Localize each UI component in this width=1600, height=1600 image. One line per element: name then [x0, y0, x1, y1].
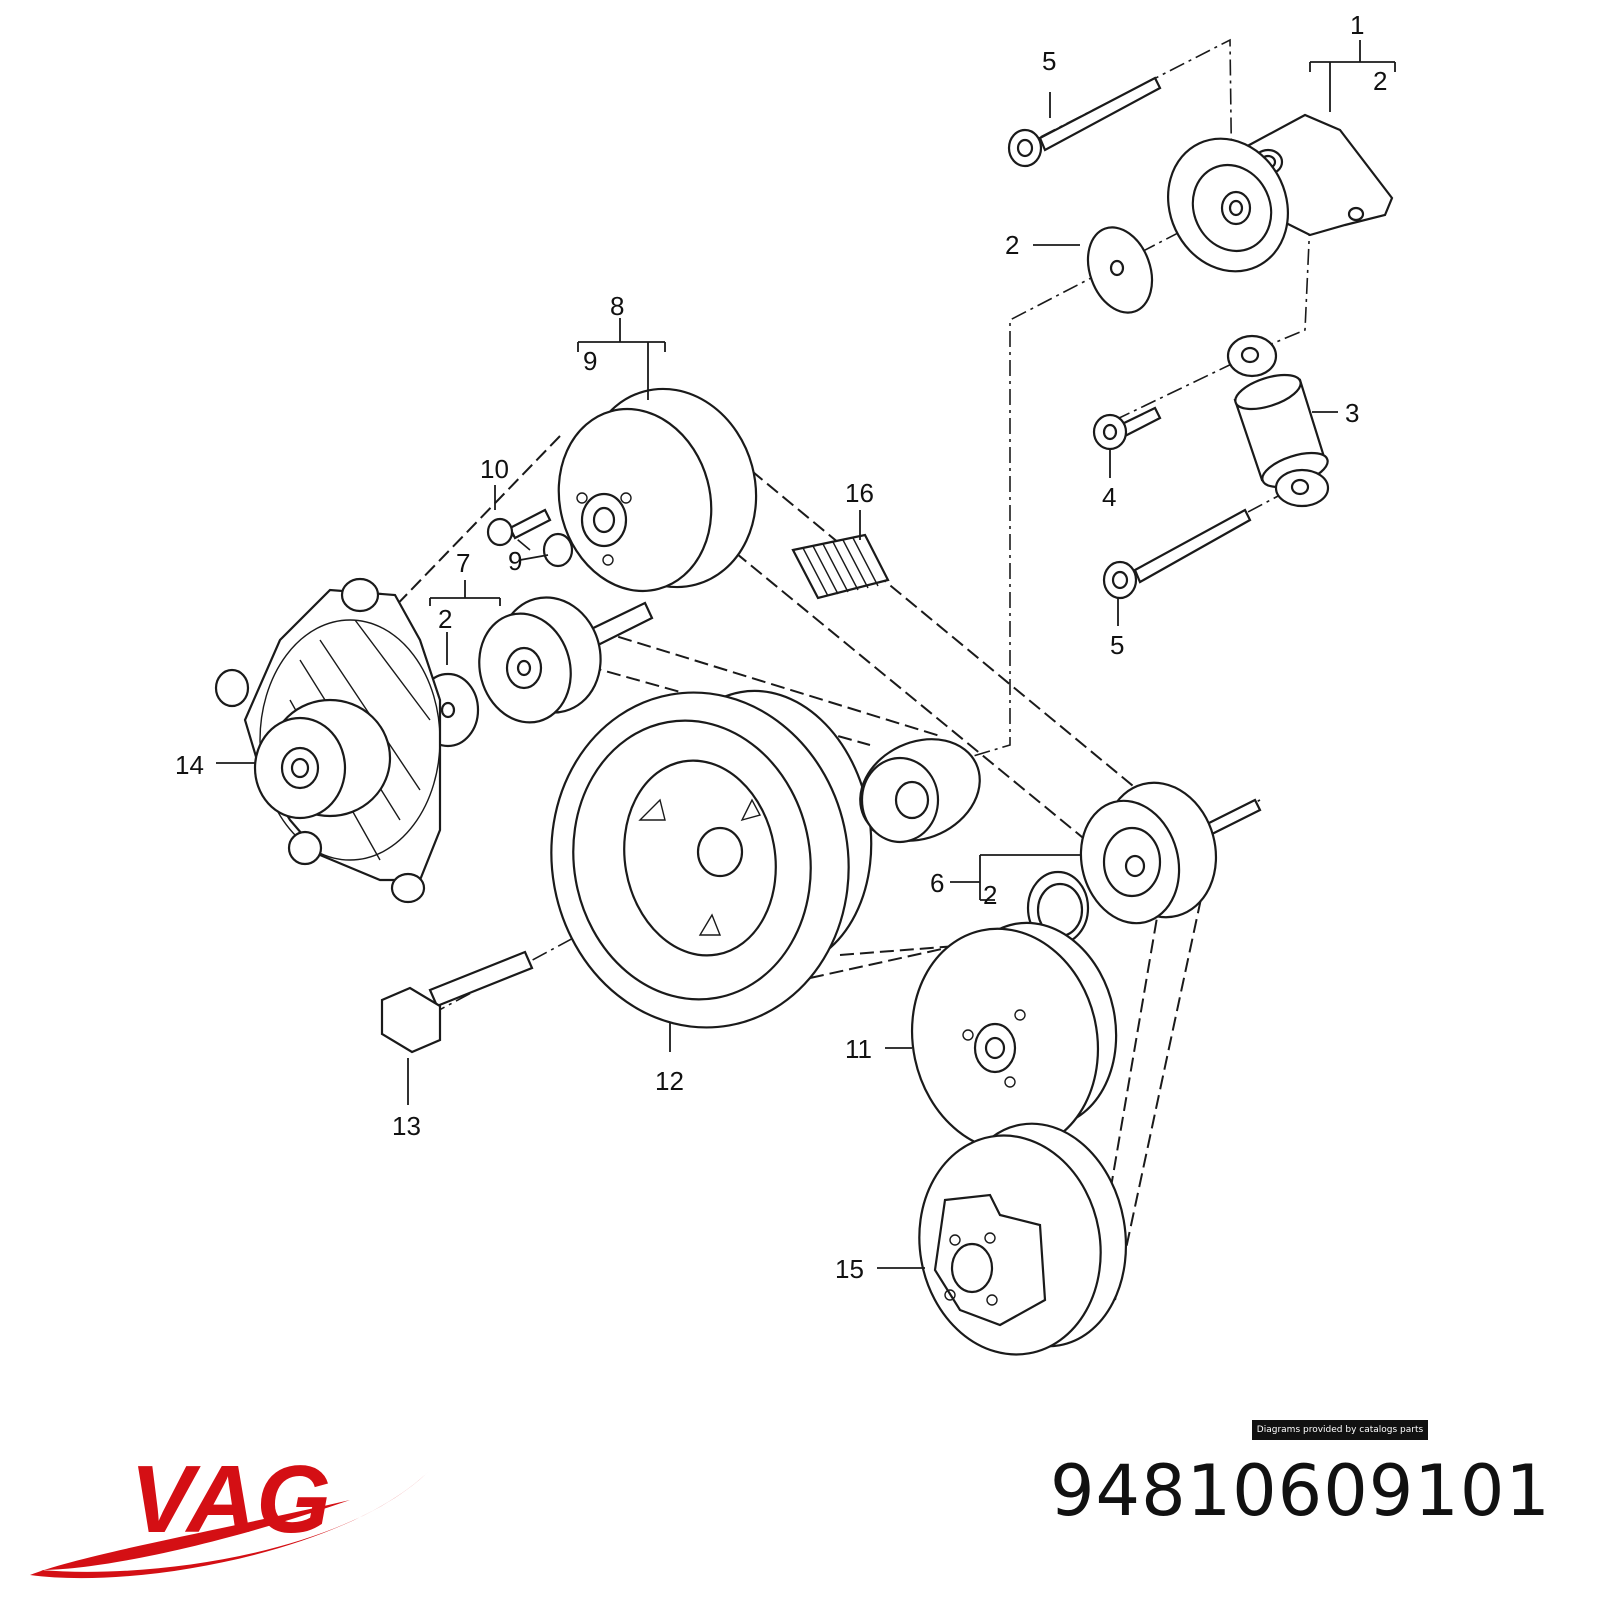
brand-logo-mark: VAG — [30, 1446, 430, 1579]
cap-9 — [542, 532, 574, 568]
brand-logo: VAG — [20, 1440, 440, 1590]
callout-9: 9 — [508, 546, 522, 576]
ac-compressor-clutch — [918, 1122, 1128, 1356]
dust-cap-top — [1086, 226, 1154, 314]
callout-5: 5 — [1110, 630, 1124, 660]
crankshaft-pulley — [550, 689, 873, 1029]
alternator — [214, 577, 442, 904]
callout-10: 10 — [480, 454, 509, 484]
bolt-long-top — [1007, 76, 1162, 168]
callout-12: 12 — [655, 1066, 684, 1096]
callout-3: 3 — [1345, 398, 1359, 428]
callout-9: 9 — [583, 346, 597, 376]
brand-swoosh — [30, 1470, 430, 1579]
bolt-long-bottom — [1102, 508, 1252, 600]
callout-14: 14 — [175, 750, 204, 780]
callout-2: 2 — [1373, 66, 1387, 96]
part-number: 94810609101 — [1050, 1450, 1551, 1532]
deflection-roller — [859, 738, 981, 844]
callout-1: 1 — [1350, 10, 1364, 40]
ribbed-belt-section — [791, 533, 890, 600]
callout-7: 7 — [456, 548, 470, 578]
callout-13: 13 — [392, 1111, 421, 1141]
callout-2: 2 — [983, 880, 997, 910]
callout-5: 5 — [1042, 46, 1056, 76]
callout-4: 4 — [1102, 482, 1116, 512]
tensioner-assembly — [1166, 113, 1394, 273]
callout-16: 16 — [845, 478, 874, 508]
callout-8: 8 — [610, 291, 624, 321]
idler-pulley-7 — [478, 596, 654, 724]
callout-labels: 1 2 5 2 8 9 3 4 10 16 9 7 2 5 14 6 2 11 … — [175, 10, 1387, 1284]
callout-2: 2 — [1005, 230, 1019, 260]
upper-pulley — [557, 387, 758, 593]
brand-name: VAG — [130, 1446, 331, 1553]
crank-bolt — [380, 950, 534, 1054]
credit-badge: Diagrams provided by catalogs parts — [1252, 1420, 1428, 1440]
callout-6: 6 — [930, 868, 944, 898]
callout-2: 2 — [438, 604, 452, 634]
steering-pump-pulley — [910, 921, 1118, 1153]
bolt-short — [1092, 406, 1162, 451]
idler-pulley-6 — [1079, 781, 1262, 925]
callout-11: 11 — [845, 1034, 872, 1064]
callout-15: 15 — [835, 1254, 864, 1284]
damper — [1226, 334, 1330, 508]
bolt-10 — [486, 508, 552, 547]
leader-lines — [216, 40, 1396, 1269]
